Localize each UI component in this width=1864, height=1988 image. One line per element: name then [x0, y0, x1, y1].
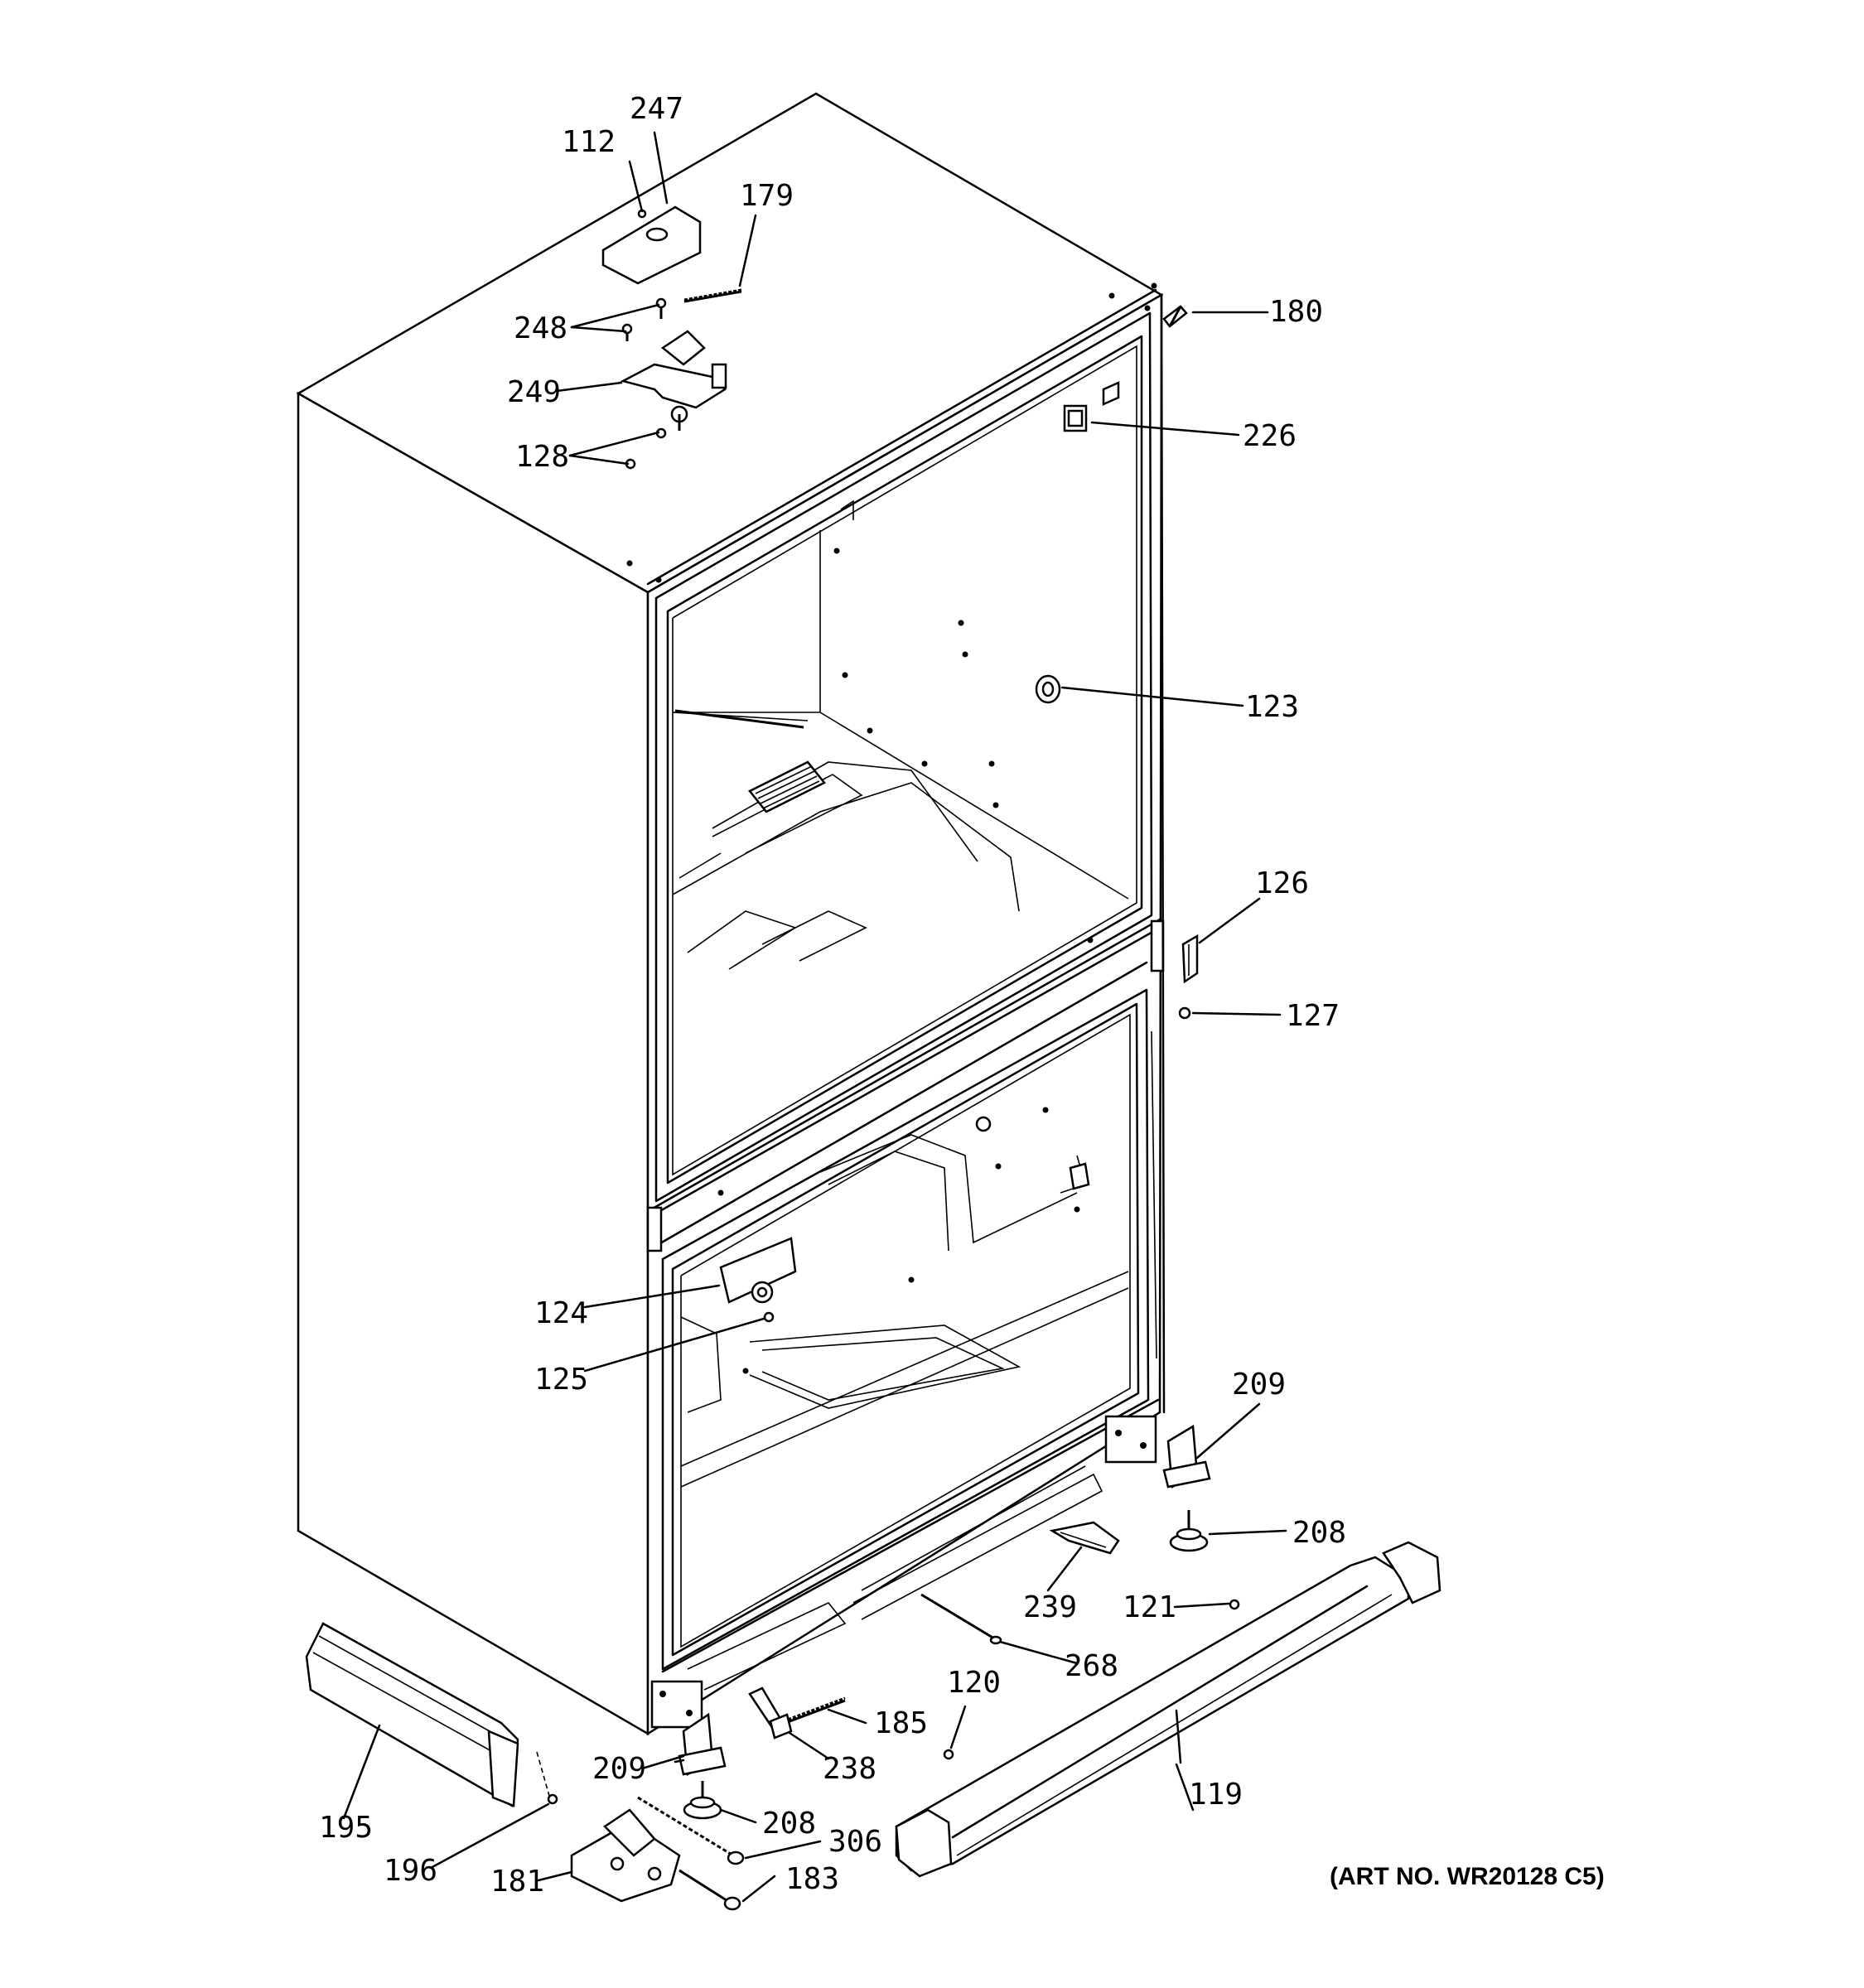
part-label-126: 126: [1255, 866, 1309, 900]
part-180: [1162, 305, 1188, 328]
part-label-179: 179: [740, 179, 794, 213]
part-label-120: 120: [947, 1666, 1001, 1700]
hinge-spring: [683, 288, 742, 303]
part-181-hinge-bottom: [570, 1808, 681, 1903]
top-hinge: [620, 330, 727, 431]
part-label-226: 226: [1243, 419, 1297, 453]
part-196-screw: [536, 1751, 558, 1805]
part-208-leveling-leg-right: [1169, 1510, 1209, 1552]
part-label-196: 196: [384, 1854, 437, 1888]
part-185-spring: [778, 1696, 846, 1727]
part-label-268: 268: [1065, 1649, 1118, 1683]
cabinet-drawing: [296, 92, 1166, 1736]
part-label-119: 119: [1189, 1778, 1243, 1812]
part-268-axle: [920, 1593, 1002, 1645]
part-label-125: 125: [534, 1363, 588, 1397]
part-226-switch: [1063, 404, 1088, 432]
part-126-bracket: [1181, 934, 1199, 984]
part-120-screw: [943, 1749, 954, 1760]
interior-screw-holes: [626, 282, 1157, 1374]
part-label-248: 248: [514, 311, 567, 345]
art-number: (ART NO. WR20128 C5): [1330, 1863, 1605, 1890]
part-209-leveling-bracket-left: [678, 1712, 727, 1777]
part-label-121: 121: [1123, 1590, 1176, 1624]
part-label-112: 112: [562, 125, 616, 159]
part-label-127: 127: [1286, 999, 1340, 1033]
part-label-124: 124: [534, 1296, 588, 1330]
part-208-leveling-leg-left: [683, 1781, 722, 1820]
part-label-208-left: 208: [762, 1807, 816, 1841]
screws-top: [621, 209, 667, 470]
part-label-128: 128: [515, 440, 569, 474]
part-124-bracket: [719, 1237, 797, 1304]
vent-grille: [748, 760, 826, 813]
part-306-rod: [637, 1796, 745, 1865]
part-209-leveling-bracket-right: [1162, 1424, 1211, 1489]
part-125-screw: [763, 1311, 775, 1323]
part-label-306: 306: [828, 1825, 882, 1859]
part-127-washer: [1178, 1006, 1191, 1020]
part-label-185: 185: [874, 1706, 928, 1740]
part-label-209-left: 209: [592, 1752, 646, 1786]
part-label-123: 123: [1245, 690, 1299, 724]
part-label-195: 195: [319, 1811, 373, 1845]
part-label-247: 247: [630, 92, 683, 126]
part-label-181: 181: [490, 1865, 544, 1899]
part-121-screw: [1229, 1599, 1240, 1610]
part-label-209-right: 209: [1232, 1368, 1286, 1402]
top-hinge-cover: [601, 205, 702, 285]
part-label-239: 239: [1023, 1590, 1077, 1624]
part-labels: 247 112 179 180 248 249 226 128 123 126 …: [319, 92, 1605, 1899]
part-label-238: 238: [823, 1752, 876, 1786]
part-label-180: 180: [1269, 295, 1323, 329]
part-119-base-grille: [895, 1541, 1441, 1878]
part-239-roller: [1049, 1521, 1120, 1555]
part-label-208-right: 208: [1292, 1516, 1346, 1550]
part-label-249: 249: [507, 375, 561, 409]
part-label-183: 183: [785, 1862, 839, 1896]
part-195-kickplate: [305, 1622, 519, 1808]
part-123-bushing: [1035, 674, 1061, 704]
part-183-rod: [678, 1869, 741, 1911]
part-238-lever: [748, 1686, 793, 1740]
leader-lines: [342, 131, 1287, 1903]
